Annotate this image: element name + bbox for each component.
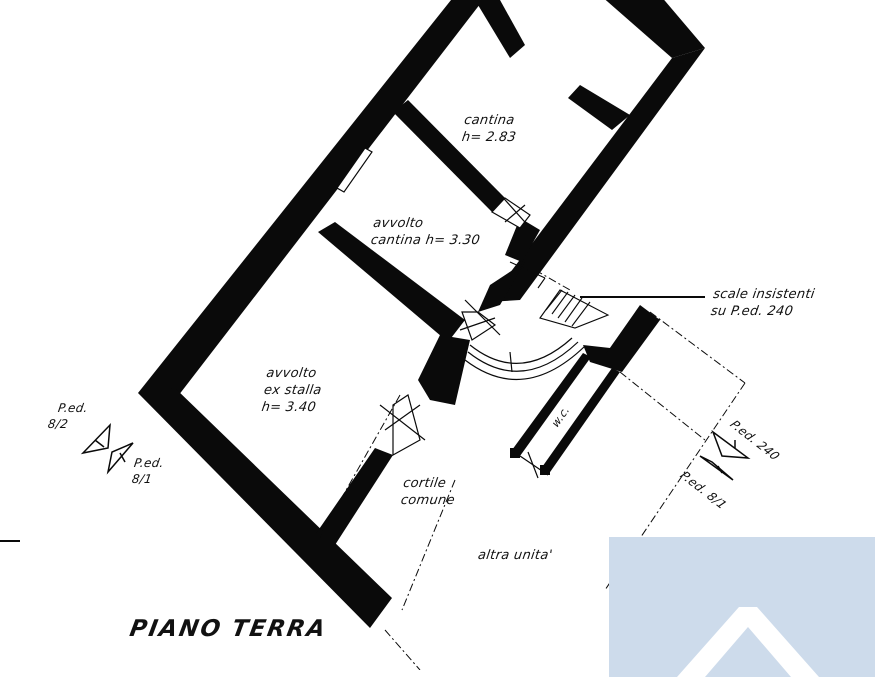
wc-corner-bottom (510, 448, 520, 458)
room-subname: ex stalla (262, 383, 323, 398)
wall-cantina-avvolto (393, 100, 505, 212)
door-avvolto-cortile (461, 311, 497, 341)
parcel-number: 8/1 (130, 472, 154, 486)
wc-upper-pier (605, 305, 660, 372)
door-cantina (491, 197, 531, 229)
area-line2: comune (399, 493, 456, 508)
parcel-prefix: P.ed. (133, 456, 165, 470)
area-label-altra-unita: altra unita' (477, 547, 554, 564)
parcel-label-8-1-left: P.ed. 8/1 (131, 455, 165, 487)
stub-wall-right (568, 85, 630, 130)
parcel-number: 8/2 (46, 417, 70, 431)
room-label-avvolto-ex-stalla: avvolto ex stalla h= 3.40 (260, 365, 325, 416)
watermark-logo (609, 537, 875, 677)
walls (138, 0, 705, 628)
parcel-label-8-2: P.ed. 8/2 (47, 400, 89, 432)
stairs-annotation: scale insistenti su P.ed. 240 (710, 286, 816, 320)
drawing-title: PIANO TERRA (127, 616, 329, 642)
wall-avvolto-stalla (318, 222, 465, 342)
doors (379, 191, 549, 479)
bottom-wall (138, 388, 392, 628)
wc-top-block (583, 345, 622, 372)
area-line1: cortile (402, 476, 448, 491)
stub-wall-top (475, 0, 525, 58)
stair-arc (464, 337, 586, 380)
top-wall (605, 0, 705, 58)
stair-flight (509, 261, 610, 329)
area-label-cortile-comune: cortile comune (400, 475, 459, 509)
parcel-symbol-right (699, 429, 751, 481)
window-left (336, 147, 373, 193)
stairs-line2: su P.ed. 240 (709, 304, 795, 319)
wc-left-wall (512, 353, 591, 456)
outer-left-wall (138, 0, 484, 400)
room-name: avvolto (372, 216, 425, 231)
room-name: cantina (463, 113, 516, 128)
room-height: h= 2.83 (460, 130, 518, 145)
room-height: h= 3.40 (260, 400, 317, 415)
area-text: altra unita' (476, 548, 554, 563)
room-height: cantina h= 3.30 (369, 233, 481, 248)
parcel-symbol-left (80, 422, 134, 475)
wc-corner-bottom-right (540, 465, 550, 475)
wall-stalla-right (315, 448, 393, 545)
wall-avvolto-right (478, 262, 525, 312)
wc-right-wall (540, 368, 620, 475)
stairs-line1: scale insistenti (712, 287, 816, 302)
parcel-prefix: P.ed. (57, 401, 89, 415)
chevron-icon (677, 607, 819, 677)
right-wall (488, 48, 705, 302)
room-name: avvolto (265, 366, 318, 381)
room-label-avvolto-cantina: avvolto cantina h= 3.30 (370, 215, 484, 249)
wall-stalla-pier (418, 335, 470, 405)
room-label-cantina: cantina h= 2.83 (461, 112, 520, 146)
